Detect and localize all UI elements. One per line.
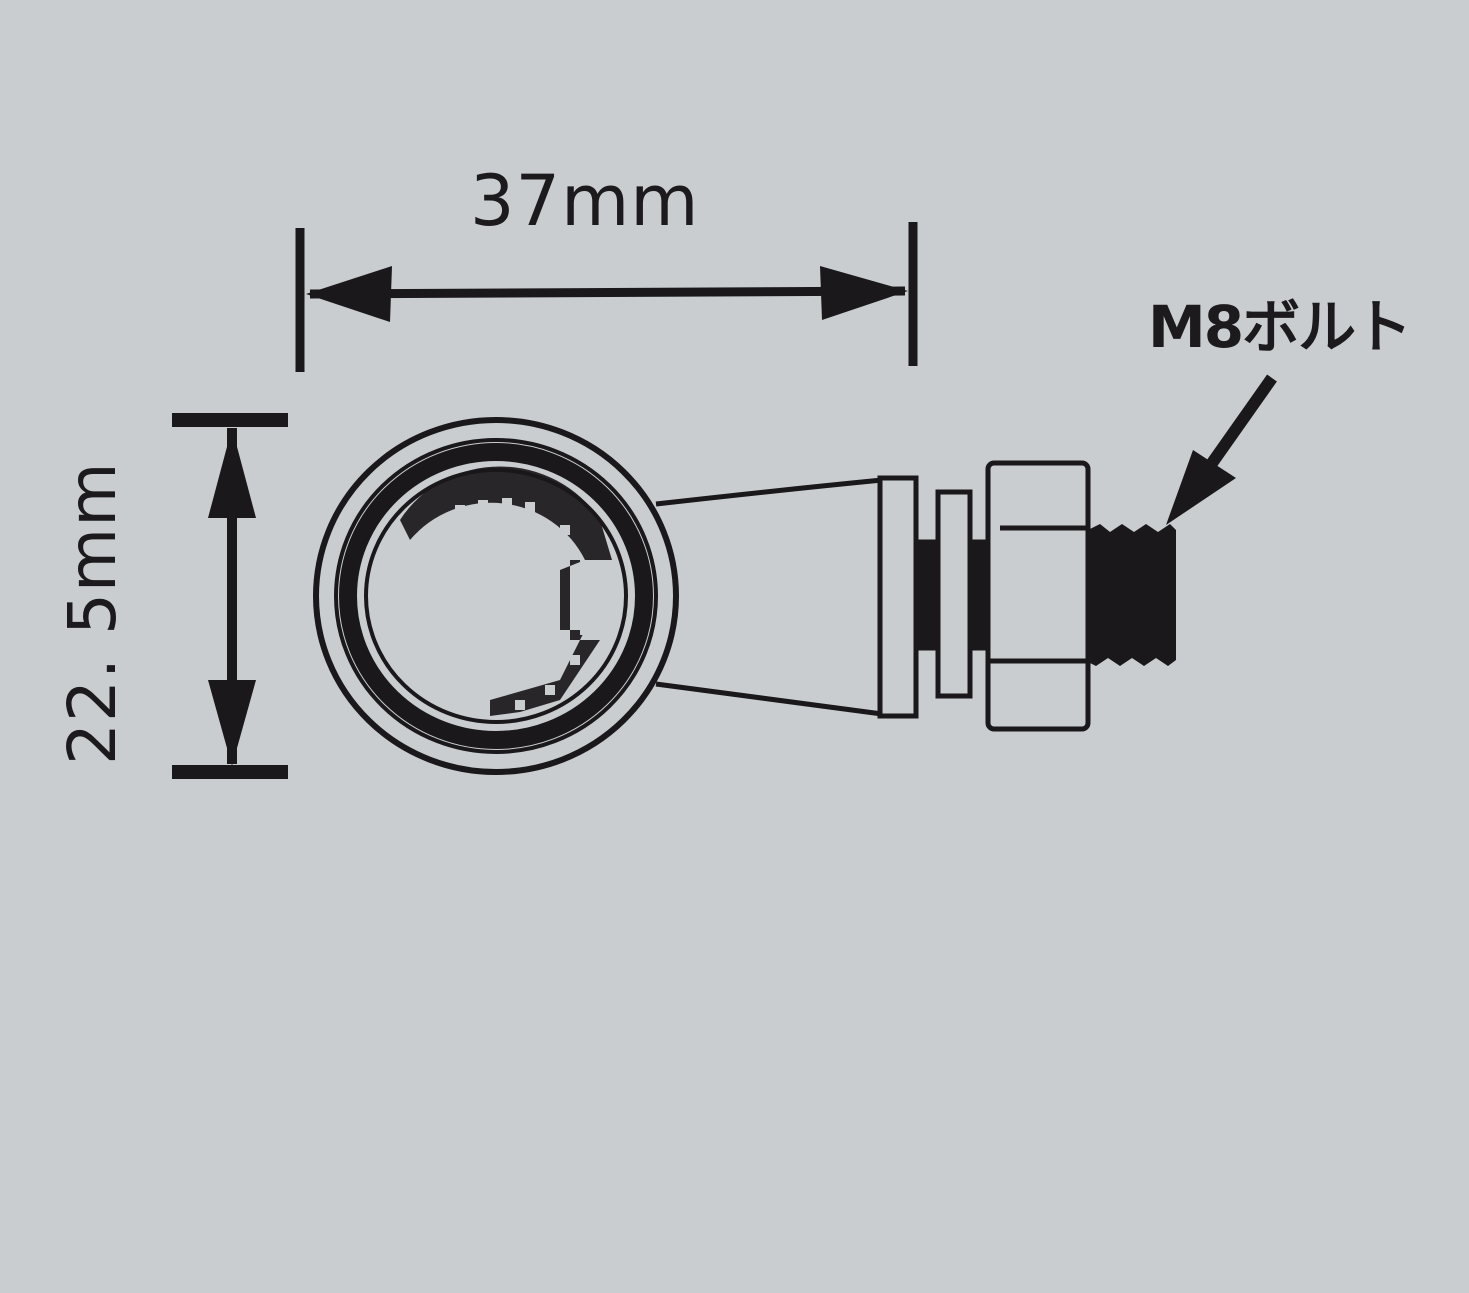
washer [915, 489, 989, 699]
bolt-callout-arrow [1166, 374, 1277, 525]
lens-ring [313, 417, 679, 775]
tapered-body [655, 475, 919, 719]
threaded-bolt [1088, 524, 1176, 666]
height-dimension [172, 413, 288, 779]
bolt-callout-label: M8ボルト [1148, 293, 1412, 361]
width-dimension [295, 222, 918, 372]
hex-nut [985, 460, 1091, 732]
height-dimension-label: 22. 5mm [54, 461, 131, 765]
width-dimension-label: 37mm [470, 160, 700, 242]
